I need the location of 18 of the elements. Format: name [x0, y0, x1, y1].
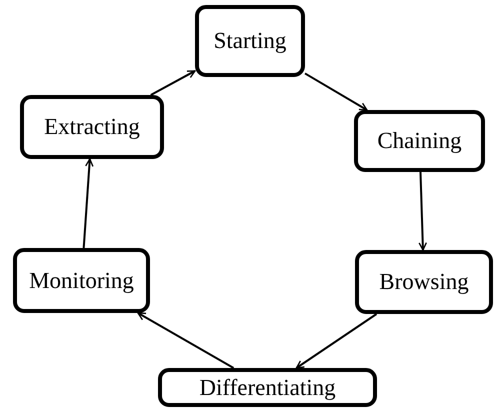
arrow: [296, 313, 378, 369]
stage-label: Chaining: [377, 128, 462, 154]
stage-label: Starting: [214, 28, 286, 54]
arrow: [150, 70, 196, 96]
arrow: [82, 158, 94, 248]
stage-label: Browsing: [379, 269, 469, 295]
stage-box: [13, 248, 150, 313]
stage-label: Monitoring: [29, 268, 134, 294]
stage-label: Extracting: [44, 114, 140, 140]
stage-box: [355, 250, 493, 314]
arrow: [418, 172, 428, 251]
arrow: [304, 72, 368, 111]
stage-box: [354, 110, 485, 172]
arrow: [137, 312, 234, 369]
stage-box: [195, 5, 305, 77]
stage-box: [20, 95, 164, 159]
stage-box: [158, 368, 377, 407]
stage-label: Differentiating: [199, 374, 336, 400]
